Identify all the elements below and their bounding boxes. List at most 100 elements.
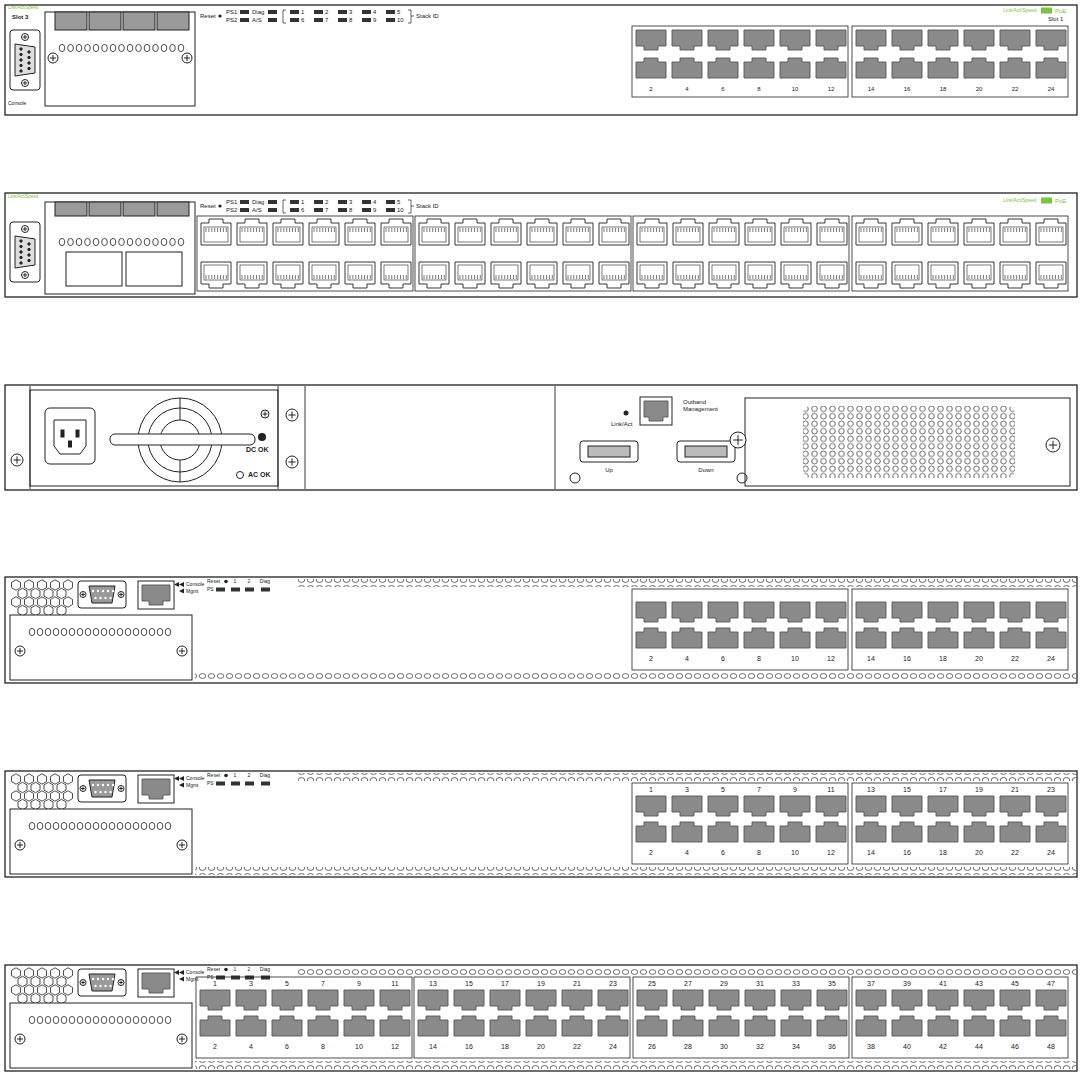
vent-hex [51,791,60,801]
screw-slot [81,593,85,597]
port-inner [967,265,991,280]
screw [48,53,58,63]
port-contacts [259,228,260,279]
port-contacts [800,228,801,279]
port-number: 24 [1048,86,1055,92]
port-inner [422,227,446,242]
port-inner [1039,265,1063,280]
port-contacts [573,228,574,279]
rj45-port [200,990,230,1010]
db9-pin [28,259,30,261]
port-contacts [950,228,951,279]
poe-label: PoE [1055,8,1066,14]
led-indicator [290,18,299,22]
db9-pin [28,243,30,245]
led-indicator [261,588,270,592]
stack-connector-socket [685,446,727,457]
led-label: 2 [248,773,251,778]
db9-pin [20,70,22,72]
vent-hex [18,976,27,986]
rj45-port [708,822,738,842]
module-hole [68,44,74,51]
port-contacts [388,228,389,279]
expansion-module [45,12,195,106]
port-contacts [983,228,984,279]
screw [11,454,23,466]
led-label: 1 [234,773,237,778]
db9-pin [92,978,94,980]
arrow-icon [179,783,184,788]
bracket [408,200,414,213]
screw-slot [23,81,27,85]
module-hole [101,822,107,829]
vent-hex [38,580,47,590]
rj45-port [856,796,886,816]
db9-shell [89,974,115,991]
vent-hex [44,799,53,809]
port-contacts [217,228,218,279]
db9-frame [10,30,40,90]
reset-button [218,204,221,207]
poe-icon [1041,198,1052,204]
rj45-port [856,822,886,842]
port-number: 47 [1047,980,1055,987]
rj45-port [672,30,702,50]
db9-shell [15,236,35,268]
stack-led-number: 10 [397,207,404,213]
expansion-module [10,615,192,680]
port-contacts [716,228,717,279]
port-contacts [355,228,356,279]
port-contacts [403,228,404,279]
vent-hex [18,993,27,1003]
rj45-port [708,602,738,622]
port-contacts [752,228,753,279]
port-contacts [728,228,729,279]
port-contacts [352,228,353,279]
module-hole [29,822,35,829]
rj45-port [892,628,922,648]
port-number: 13 [429,980,437,987]
port-contacts [426,228,427,279]
port-contacts [441,228,442,279]
screw [80,592,86,598]
rj45-port [816,58,846,78]
led-label: A/S [252,207,262,213]
port-contacts [370,228,371,279]
port-number: 5 [285,980,289,987]
status-legend: Link/Act/Speed [1003,198,1037,203]
module-hole [136,44,142,51]
port-contacts [516,228,517,279]
port-contacts [358,228,359,279]
port-label: Console [8,101,26,106]
port-number: 2 [649,655,653,662]
port-number: 25 [648,980,656,987]
port-inner [204,227,228,242]
db9-pin [28,62,30,64]
port-number: 3 [249,980,253,987]
chassis-panel [5,577,1077,683]
port-number: 42 [939,1043,947,1050]
led-label: PS1 [226,199,237,205]
led-label: Link/Act [611,421,632,427]
rj45-port [816,30,846,50]
module-hole [45,1016,51,1023]
port-number: 4 [685,849,689,856]
rj45-port [744,30,774,50]
port-contacts [827,228,828,279]
vent-hex [64,774,73,784]
port-number: 19 [537,980,545,987]
port-number: 20 [975,655,983,662]
module-hole [109,1016,115,1023]
rj45-port [892,990,922,1010]
led-label: 1 [234,579,237,584]
port-contacts [549,228,550,279]
stack-led-number: 4 [373,9,376,15]
reset-button [224,580,228,584]
vent-strip [195,1061,1076,1069]
db9-pin [92,590,94,592]
led-indicator [386,18,395,22]
led-label: 2 [248,579,251,584]
status-led [624,411,629,416]
led-indicator [245,782,254,786]
port-contacts [334,228,335,279]
